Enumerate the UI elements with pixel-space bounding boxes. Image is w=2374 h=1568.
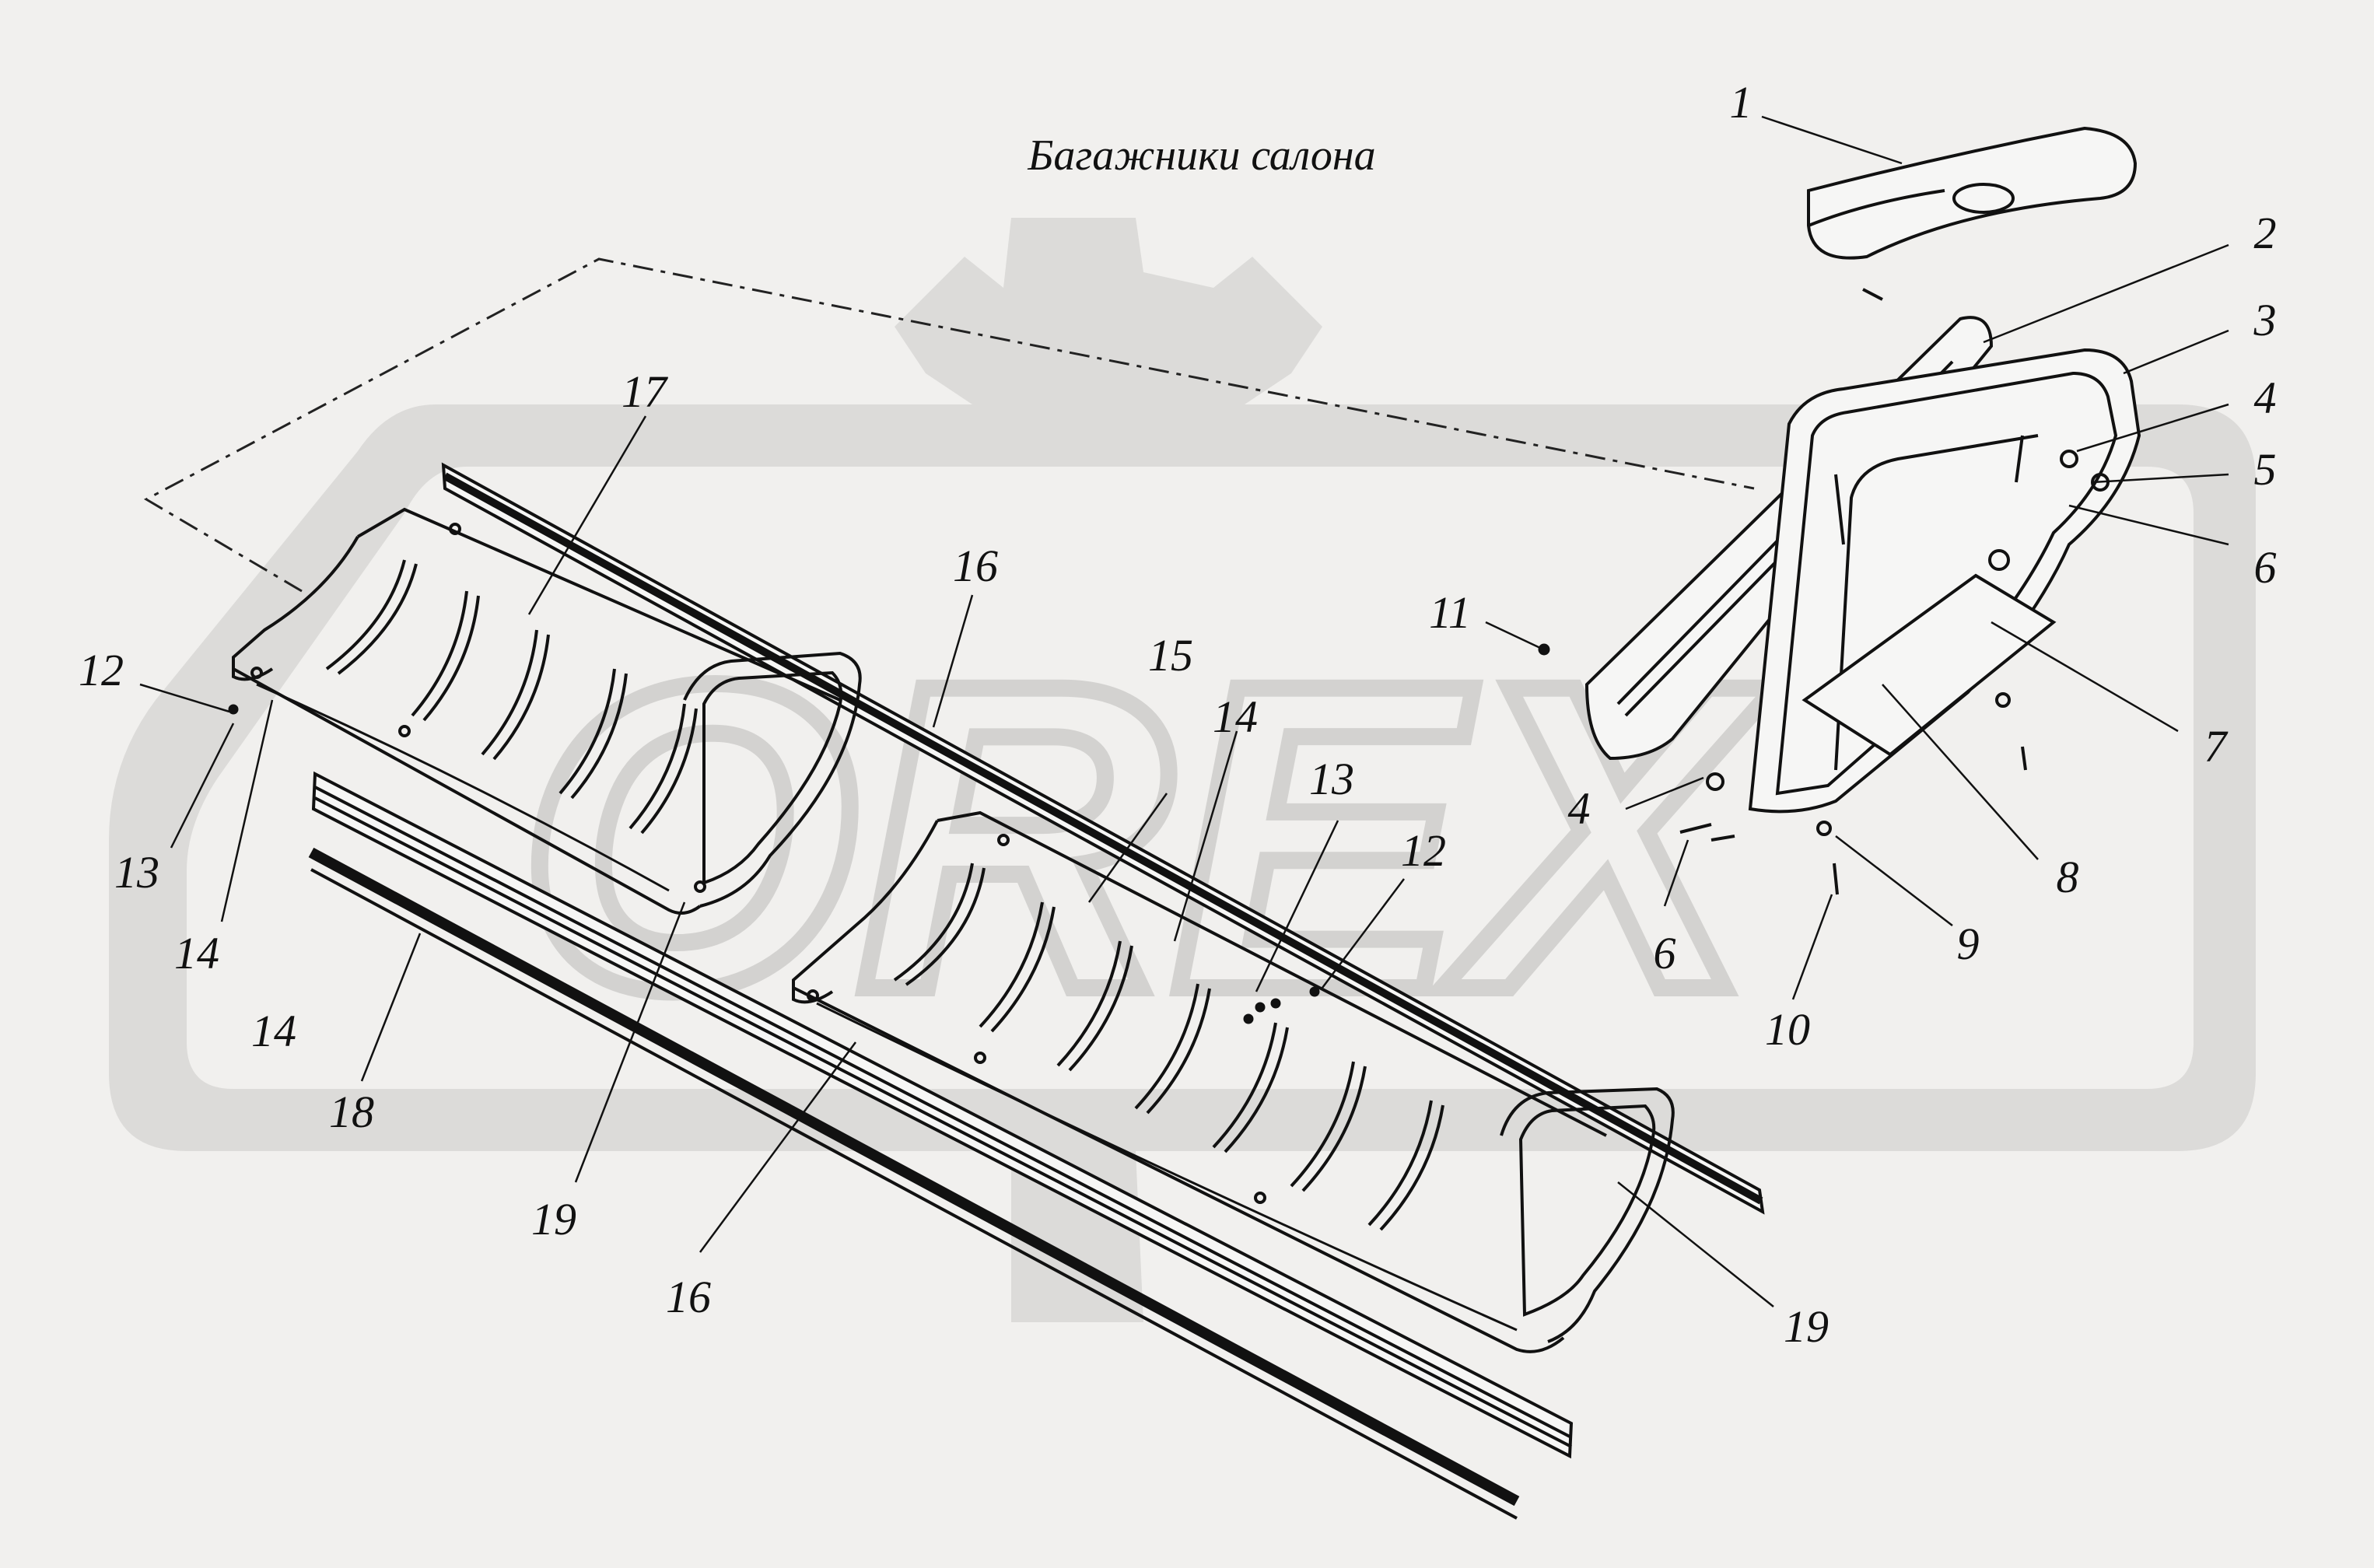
diagram-title: Багажники салона xyxy=(1028,131,1376,180)
shelf-right-15 xyxy=(792,810,1675,1353)
callout-15: 15 xyxy=(1148,630,1193,681)
leader-lines xyxy=(139,115,2229,1307)
callout-19: 19 xyxy=(531,1194,576,1244)
callout-10: 10 xyxy=(1765,1004,1810,1055)
callout-11: 11 xyxy=(1429,587,1471,638)
callout-4: 4 xyxy=(2253,373,2277,423)
callout-7: 7 xyxy=(2204,721,2227,772)
callout-14: 14 xyxy=(1213,691,1258,742)
callout-16: 16 xyxy=(953,541,998,591)
shelf-left-17 xyxy=(232,507,862,915)
cover-1 xyxy=(1807,126,2138,301)
callout-14: 14 xyxy=(251,1006,296,1056)
fasteners xyxy=(228,643,1550,1024)
callout-3: 3 xyxy=(2253,295,2277,345)
callout-8: 8 xyxy=(2056,852,2079,902)
callout-16: 16 xyxy=(666,1272,711,1322)
callout-12: 12 xyxy=(1401,825,1446,876)
assembly-dashed-line xyxy=(143,257,1755,593)
bracket-shelf-8 xyxy=(1802,573,2057,757)
callout-9: 9 xyxy=(1956,919,1980,969)
callout-13: 13 xyxy=(114,847,159,898)
callout-4: 4 xyxy=(1567,783,1591,834)
rail-bottom-18 xyxy=(308,847,1520,1520)
callout-6: 6 xyxy=(1653,928,1676,978)
frame-3 xyxy=(1748,348,2141,814)
bracket-assembly xyxy=(1584,316,2141,895)
rail-front-16 xyxy=(311,771,1574,1459)
callout-5: 5 xyxy=(2253,444,2277,495)
callout-14: 14 xyxy=(174,928,219,978)
callout-1: 1 xyxy=(1729,77,1752,128)
rail-top-16 xyxy=(441,462,1765,1215)
callout-17: 17 xyxy=(622,366,667,417)
callout-2: 2 xyxy=(2253,208,2277,258)
callout-13: 13 xyxy=(1309,754,1354,804)
callout-19: 19 xyxy=(1784,1301,1829,1352)
callout-18: 18 xyxy=(329,1087,374,1137)
callout-12: 12 xyxy=(79,645,124,695)
callout-6: 6 xyxy=(2253,542,2277,593)
